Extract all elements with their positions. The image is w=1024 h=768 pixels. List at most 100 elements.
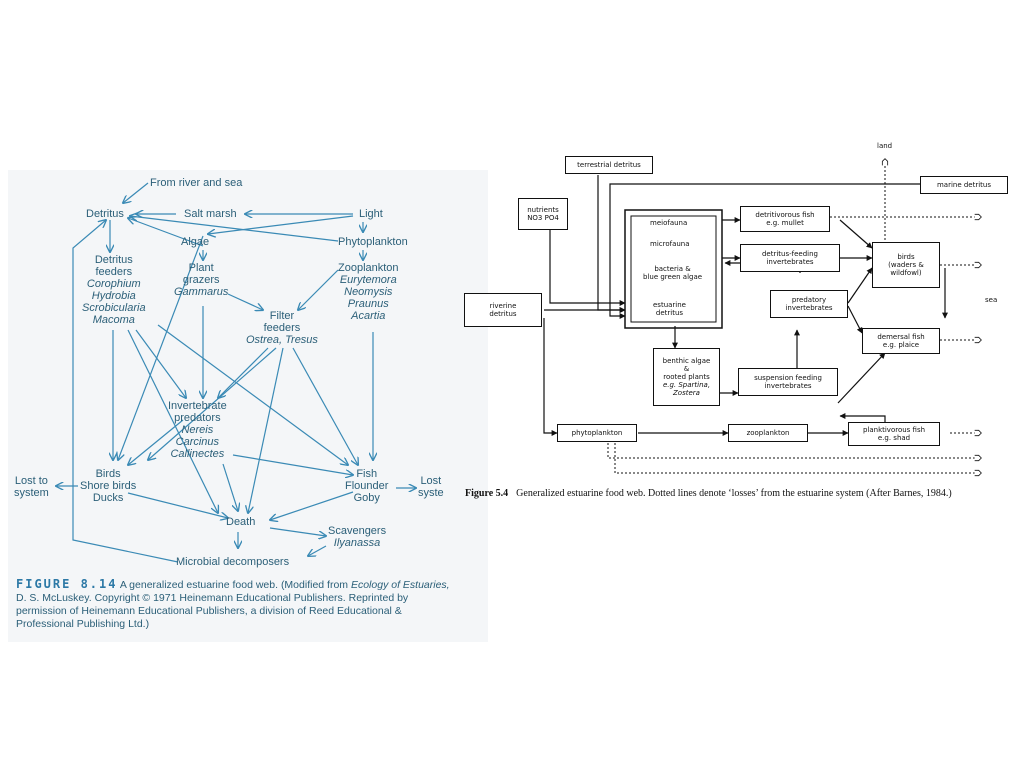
bacteria-line1: bacteria & (654, 265, 691, 273)
box-phytoplankton: phytoplankton (557, 424, 637, 442)
species-ostrea-tresus: Ostrea, Tresus (246, 334, 318, 346)
box-terrestrial-detritus: terrestrial detritus (565, 156, 653, 174)
box-planktivorous-fish: planktivorous fish e.g. shad (848, 422, 940, 446)
inv-predators-line1: Invertebrate (168, 400, 227, 412)
caption-r-figure-number: Figure 5.4 (465, 488, 509, 499)
lost-right-line1: Lost (420, 475, 442, 487)
terrestrial-detritus-text: terrestrial detritus (577, 161, 641, 169)
box-benthic-algae: benthic algae & rooted plants e.g. Spart… (653, 348, 720, 406)
label-land: land (877, 142, 893, 150)
node-birds: Birds Shore birds Ducks (80, 468, 136, 504)
caption-line3: permission of Heinemann Educational Publ… (16, 605, 402, 617)
node-salt-marsh: Salt marsh (184, 208, 237, 220)
marine-detritus-text: marine detritus (936, 181, 992, 189)
label-sea: sea (985, 296, 998, 304)
birds-r-line3: wildfowl) (890, 269, 922, 277)
label-bacteria: bacteria & blue green algae (643, 265, 702, 281)
caption-line4: Professional Publishing Ltd.) (16, 618, 150, 630)
birds-r-line2: (waders & (888, 261, 924, 269)
detritus-feeders-line2: feeders (95, 266, 133, 278)
label-meiofauna: meiofauna (650, 219, 688, 227)
node-plant-grazers: Plant grazers Gammarus (174, 262, 228, 298)
node-invertebrate-predators: Invertebrate predators Nereis Carcinus C… (168, 400, 227, 460)
benthic-line3: rooted plants (663, 373, 710, 381)
benthic-line2: & (683, 365, 690, 373)
box-demersal-fish: demersal fish e.g. plaice (862, 328, 940, 354)
fish-line2: Flounder (345, 480, 389, 492)
label-estuarine-detritus: estuarine detritus (653, 301, 686, 317)
species-gammarus: Gammarus (174, 286, 229, 298)
caption-line1: A generalized estuarine food web. (Modif… (119, 579, 351, 591)
species-callinectes: Callinectes (170, 448, 225, 460)
bacteria-line2: blue green algae (643, 273, 703, 281)
birds-r-line1: birds (897, 253, 915, 261)
benthic-line1: benthic algae (662, 357, 711, 365)
node-microbial-decomposers: Microbial decomposers (176, 556, 290, 568)
detritus-feeding-line1: detritus-feeding (761, 250, 819, 258)
node-light: Light (359, 208, 383, 220)
node-phytoplankton: Phytoplankton (338, 236, 408, 248)
right-arrows (543, 158, 982, 477)
scavengers-title: Scavengers (328, 525, 387, 537)
box-nutrients: nutrients NO3 PO4 (518, 198, 568, 230)
detritus-feeding-line2: invertebrates (766, 258, 814, 266)
box-suspension-feeding-inverts: suspension feeding invertebrates (738, 368, 838, 396)
filter-feeders-line1: Filter (269, 310, 295, 322)
node-death: Death (226, 516, 256, 528)
left-food-web-panel: From river and sea Detritus Salt marsh L… (8, 170, 488, 642)
species-eurytemora: Eurytemora (339, 274, 397, 286)
box-birds: birds (waders & wildfowl) (872, 242, 940, 288)
zooplankton-r-text: zooplankton (746, 429, 790, 437)
plant-grazers-line1: Plant (188, 262, 214, 274)
label-microfauna: microfauna (650, 240, 690, 248)
box-predatory-inverts: predatory invertebrates (770, 290, 848, 318)
fish-line3: Goby (353, 492, 380, 504)
detritivorous-fish-line1: detritivorous fish (755, 211, 815, 219)
box-zooplankton: zooplankton (728, 424, 808, 442)
caption-r-text: Generalized estuarine food web. Dotted l… (516, 488, 952, 499)
zooplankton-title: Zooplankton (338, 262, 399, 274)
suspension-line2: invertebrates (764, 382, 812, 390)
species-macoma: Macoma (92, 314, 135, 326)
species-scrobicularia: Scrobicularia (82, 302, 146, 314)
suspension-line1: suspension feeding (754, 374, 822, 382)
left-figure-caption: FIGURE 8.14 A generalized estuarine food… (16, 578, 486, 631)
node-detritus-feeders: Detritus feeders Corophium Hydrobia Scro… (82, 254, 146, 326)
lost-left-line1: Lost to (14, 475, 48, 487)
node-detritus: Detritus (86, 208, 124, 220)
nutrients-line2: NO3 PO4 (527, 214, 559, 222)
node-lost-right: Lost syste (418, 475, 444, 499)
riverine-line1: riverine (489, 302, 517, 310)
node-from-river: From river and sea (150, 177, 243, 189)
species-nereis: Nereis (181, 424, 214, 436)
benthic-line4: e.g. Spartina, Zostera (662, 381, 711, 397)
fish-line1: Fish (356, 468, 378, 480)
box-detritus-feeding-inverts: detritus-feeding invertebrates (740, 244, 840, 272)
caption-book-title: Ecology of Estuaries, (350, 579, 450, 591)
node-algae: Algae (181, 236, 210, 248)
estuarine-line2: detritus (655, 309, 684, 317)
filter-feeders-line2: feeders (263, 322, 301, 334)
node-scavengers: Scavengers Ilyanassa (328, 525, 386, 549)
phytoplankton-r-text: phytoplankton (571, 429, 623, 437)
birds-line3: Ducks (92, 492, 124, 504)
node-zooplankton: Zooplankton Eurytemora Neomysis Praunus … (338, 262, 399, 322)
left-arrows (8, 182, 488, 563)
plant-grazers-line2: grazers (182, 274, 220, 286)
lost-left-line2: system (14, 487, 49, 499)
riverine-line2: detritus (489, 310, 517, 318)
species-acartia: Acartia (351, 310, 386, 322)
nutrients-line1: nutrients (527, 206, 559, 214)
species-praunus: Praunus (347, 298, 389, 310)
box-riverine-detritus: riverine detritus (464, 293, 542, 327)
lost-right-line2: syste (418, 487, 444, 499)
estuarine-line1: estuarine (653, 301, 686, 309)
birds-line2: Shore birds (80, 480, 137, 492)
demersal-line1: demersal fish (877, 333, 925, 341)
right-figure-caption: Figure 5.4 Generalized estuarine food web… (465, 488, 1024, 499)
demersal-line2: e.g. plaice (882, 341, 920, 349)
inv-predators-line2: predators (174, 412, 221, 424)
species-ilyanassa: Ilyanassa (333, 537, 381, 549)
right-food-web-panel: land sea terrestrial detritus marine det… (460, 138, 1022, 518)
caption-figure-number: FIGURE 8.14 (16, 577, 118, 591)
